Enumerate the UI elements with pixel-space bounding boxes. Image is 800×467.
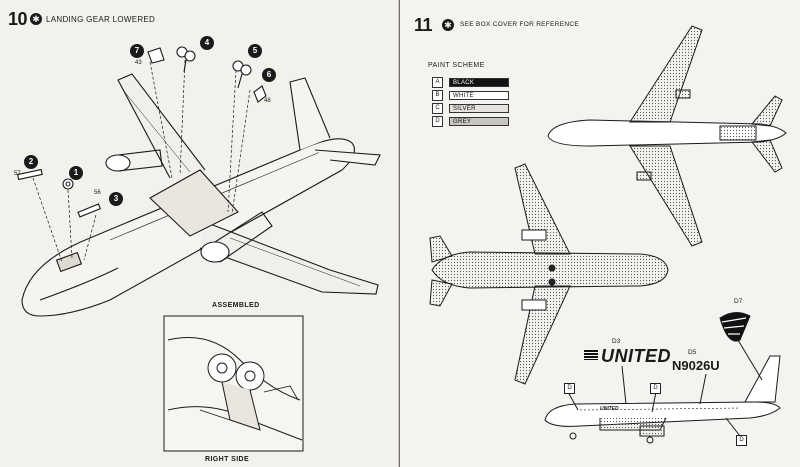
paint-scheme-letter: B	[432, 89, 443, 101]
part-number-57: 57	[14, 171, 21, 177]
assembled-caption: ASSEMBLED	[212, 302, 260, 309]
united-stripes-icon	[584, 350, 598, 360]
paint-scheme-swatch: SILVER	[449, 103, 509, 113]
callout-1: 1	[69, 166, 83, 180]
part-number-48: 48	[264, 98, 271, 104]
paint-scheme-row-black: A BLACK	[432, 76, 509, 88]
part-number-56: 56	[94, 190, 101, 196]
paint-scheme-letter: C	[432, 102, 443, 114]
step-11-instruction-icon: ✱	[442, 19, 454, 31]
paint-scheme-letter: A	[432, 76, 443, 88]
part-number-43: 43	[135, 60, 142, 66]
paint-scheme-swatch: WHITE	[449, 90, 509, 100]
step-10-title: LANDING GEAR LOWERED	[46, 15, 156, 24]
callout-3: 3	[109, 192, 123, 206]
right-page	[400, 0, 800, 467]
reference-text: SEE BOX COVER FOR REFERENCE	[460, 21, 579, 28]
decal-d5-label: D5	[688, 349, 697, 356]
callout-7: 7	[130, 44, 144, 58]
step-10-number: 10	[8, 9, 28, 29]
fuselage-united-text: UNITED	[600, 406, 619, 412]
paint-scheme-title: PAINT SCHEME	[428, 62, 485, 69]
paint-scheme-row-silver: C SILVER	[432, 102, 509, 114]
step-10-assembly-drawing	[16, 46, 381, 452]
decal-d3-label: D3	[612, 338, 621, 345]
paint-scheme-swatch: GREY	[449, 116, 509, 126]
registration-decal: N9026U	[672, 358, 720, 373]
united-brand-decal: UNITED	[584, 346, 671, 367]
step-10-instruction-icon: ✱	[30, 13, 42, 25]
page-fold-line	[399, 0, 400, 467]
paint-scheme-row-white: B WHITE	[432, 89, 509, 101]
callout-2: 2	[24, 155, 38, 169]
paint-scheme-swatch: BLACK	[449, 77, 509, 87]
paint-scheme-row-grey: D GREY	[432, 115, 509, 127]
callout-4: 4	[200, 36, 214, 50]
callout-5: 5	[248, 44, 262, 58]
right-side-caption: RIGHT SIDE	[205, 456, 250, 463]
paint-scheme-letter: D	[432, 115, 443, 127]
decal-marker-d-2: D	[650, 383, 661, 394]
step-11-number: 11	[414, 15, 433, 35]
decal-marker-d-1: D	[564, 383, 575, 394]
decal-marker-d-3: D	[736, 435, 747, 446]
decal-d7-label: D7	[734, 298, 743, 305]
callout-6: 6	[262, 68, 276, 82]
